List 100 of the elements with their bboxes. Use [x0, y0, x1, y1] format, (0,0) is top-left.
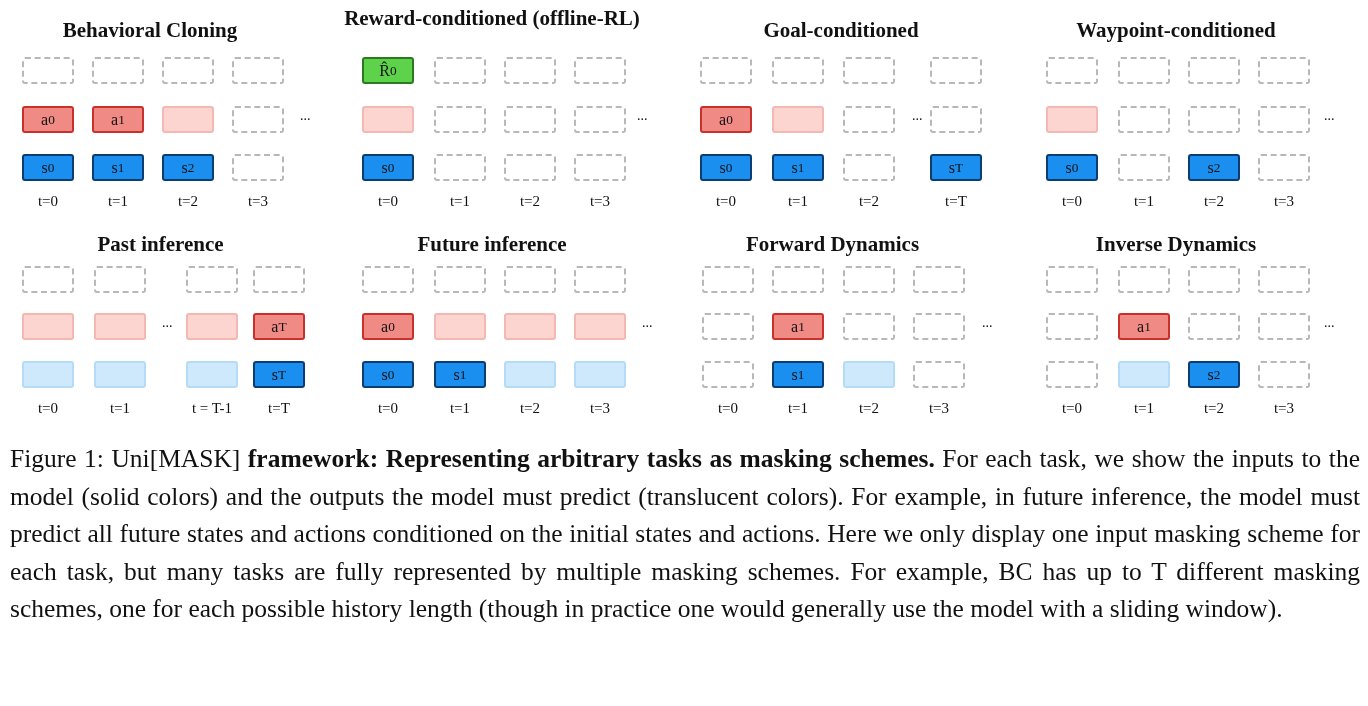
masked-token-box [702, 266, 754, 293]
predicted-token-box [504, 361, 556, 388]
masked-token-box [434, 57, 486, 84]
time-step-label: t=0 [716, 400, 740, 417]
masked-token-box [1258, 154, 1310, 181]
time-step-label: t=2 [857, 400, 881, 417]
time-step-label: t=2 [1202, 400, 1226, 417]
time-step-label: t=2 [176, 193, 200, 210]
masked-token-box [253, 266, 305, 293]
time-step-label: t=1 [786, 400, 810, 417]
masked-token-box [1046, 313, 1098, 340]
masked-token-box [913, 313, 965, 340]
time-step-label: t=0 [376, 193, 400, 210]
masked-token-box [1258, 361, 1310, 388]
predicted-token-box [22, 313, 74, 340]
masked-token-box [434, 266, 486, 293]
ellipsis: ... [982, 315, 993, 331]
predicted-token-box [186, 361, 238, 388]
masked-token-box [232, 106, 284, 133]
predicted-token-box [574, 361, 626, 388]
time-step-label: t=2 [518, 400, 542, 417]
time-step-label: t=1 [786, 193, 810, 210]
panel-title: Inverse Dynamics [1094, 232, 1258, 256]
masked-token-box [504, 154, 556, 181]
masked-token-box [1188, 266, 1240, 293]
masked-token-box [1188, 313, 1240, 340]
masked-token-box [930, 106, 982, 133]
time-step-label: t=1 [448, 400, 472, 417]
masked-token-box [1046, 266, 1098, 293]
ellipsis: ... [162, 315, 173, 331]
masked-token-box [504, 57, 556, 84]
masked-token-box [1118, 106, 1170, 133]
masked-token-box [1046, 361, 1098, 388]
masked-token-box [574, 154, 626, 181]
time-step-label: t=2 [1202, 193, 1226, 210]
time-step-label: t=3 [246, 193, 270, 210]
time-step-label: t=3 [588, 193, 612, 210]
predicted-token-box [1118, 361, 1170, 388]
time-step-label: t=3 [1272, 400, 1296, 417]
time-step-label: t=3 [927, 400, 951, 417]
masked-token-box [92, 57, 144, 84]
time-step-label: t=1 [106, 193, 130, 210]
masked-token-box [434, 154, 486, 181]
predicted-token-box [162, 106, 214, 133]
masked-token-box [843, 266, 895, 293]
masked-token-box [930, 57, 982, 84]
masked-token-box [362, 266, 414, 293]
masked-token-box [1118, 57, 1170, 84]
masked-token-box [913, 266, 965, 293]
masked-token-box [1188, 106, 1240, 133]
masked-token-box [22, 266, 74, 293]
panel-title: Behavioral Cloning [61, 18, 239, 42]
panel-title: Future inference [416, 232, 568, 256]
masked-token-box [1188, 57, 1240, 84]
masked-token-box [1258, 266, 1310, 293]
time-step-label: t = T-1 [190, 400, 234, 417]
predicted-token-box [574, 313, 626, 340]
predicted-token-box [22, 361, 74, 388]
masked-token-box [504, 266, 556, 293]
ellipsis: ... [637, 108, 648, 124]
masked-token-box [772, 57, 824, 84]
ellipsis: ... [1324, 315, 1335, 331]
predicted-token-box [772, 106, 824, 133]
time-step-label: t=1 [1132, 400, 1156, 417]
masked-token-box [186, 266, 238, 293]
masked-token-box [574, 106, 626, 133]
masked-token-box [232, 57, 284, 84]
time-step-label: t=0 [714, 193, 738, 210]
masked-token-box [702, 361, 754, 388]
predicted-token-box [94, 313, 146, 340]
predicted-token-box [94, 361, 146, 388]
time-step-label: t=0 [1060, 193, 1084, 210]
ellipsis: ... [912, 108, 923, 124]
predicted-token-box [504, 313, 556, 340]
masked-token-box [772, 266, 824, 293]
predicted-token-box [843, 361, 895, 388]
panel-title: Waypoint-conditioned [1075, 18, 1277, 42]
predicted-token-box [362, 106, 414, 133]
masked-token-box [1258, 313, 1310, 340]
masked-token-box [574, 57, 626, 84]
ellipsis: ... [1324, 108, 1335, 124]
time-step-label: t=2 [518, 193, 542, 210]
panel-title: Goal-conditioned [762, 18, 920, 42]
time-step-label: t=3 [588, 400, 612, 417]
panel-title: Forward Dynamics [744, 232, 921, 256]
masked-token-box [702, 313, 754, 340]
predicted-token-box [186, 313, 238, 340]
time-step-label: t=0 [376, 400, 400, 417]
masked-token-box [162, 57, 214, 84]
masked-token-box [843, 154, 895, 181]
ellipsis: ... [300, 108, 311, 124]
time-step-label: t=T [944, 193, 968, 210]
time-step-label: t=T [267, 400, 291, 417]
time-step-label: t=0 [1060, 400, 1084, 417]
masked-token-box [504, 106, 556, 133]
masked-token-box [1046, 57, 1098, 84]
time-step-label: t=1 [448, 193, 472, 210]
panel-title: Reward-conditioned (offline-RL) [343, 6, 641, 30]
panel-title: Past inference [96, 232, 225, 256]
masked-token-box [22, 57, 74, 84]
